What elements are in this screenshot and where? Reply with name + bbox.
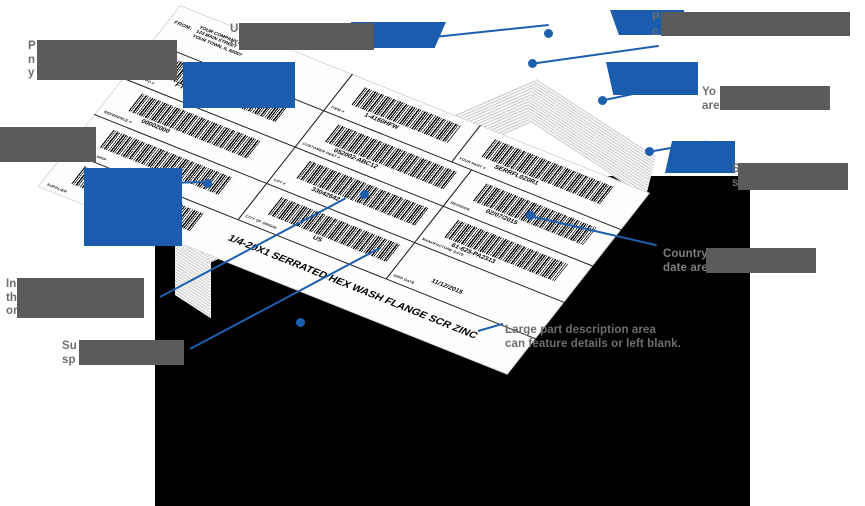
redaction-mid-left — [0, 127, 96, 162]
callout-box-top-center[interactable] — [183, 72, 295, 108]
redaction-top-left — [37, 40, 177, 80]
callout-box-lower-right[interactable] — [665, 141, 735, 173]
redaction-bottom-left — [17, 278, 144, 318]
redaction-supplier — [79, 340, 184, 365]
leader-dot-mid-left — [203, 179, 212, 188]
field-label-supplier: SUPPLIER — [45, 182, 68, 194]
callout-box-mid-left[interactable] — [84, 168, 182, 246]
redaction-country-origin — [706, 248, 816, 273]
leader-dot-mid-right — [598, 96, 607, 105]
annotation-right-lower: S s — [732, 163, 740, 189]
annotation-part-description: Large part description area can feature … — [505, 324, 681, 350]
col-divider-r2a — [294, 110, 325, 147]
callout-box-top-center-tail[interactable] — [183, 62, 295, 73]
leader-dot-bottom-left — [360, 190, 369, 199]
leader-dot-top-right — [528, 59, 537, 68]
field-label-your-part-no: YOUR PART # — [457, 156, 487, 171]
leader-dot-lower-right — [645, 147, 654, 156]
redaction-mid-right — [720, 86, 830, 110]
field-label-reference-no: REFERENCE # — [102, 110, 133, 125]
redaction-top-right — [661, 12, 850, 36]
leader-dot-top-center — [544, 29, 553, 38]
callout-box-mid-right[interactable] — [606, 62, 698, 95]
col-divider-r3a — [266, 146, 296, 184]
label-stack: FROM: YOUR COMPANY NAME 123 MAIN STREET … — [37, 0, 710, 380]
field-label-item-no: ITEM # — [329, 105, 346, 114]
leader-dot-supplier — [296, 318, 305, 327]
leader-dot-country-origin — [526, 211, 535, 220]
redaction-top-center — [239, 23, 374, 50]
redaction-right-lower — [738, 163, 848, 190]
field-label-lot-no: LOT # — [272, 178, 287, 186]
col-divider-r1a — [323, 73, 353, 111]
col-divider-r4a — [237, 182, 268, 220]
from-prefix: FROM: — [172, 20, 194, 32]
field-value-ship-date: 11/12/2015 — [429, 277, 465, 296]
